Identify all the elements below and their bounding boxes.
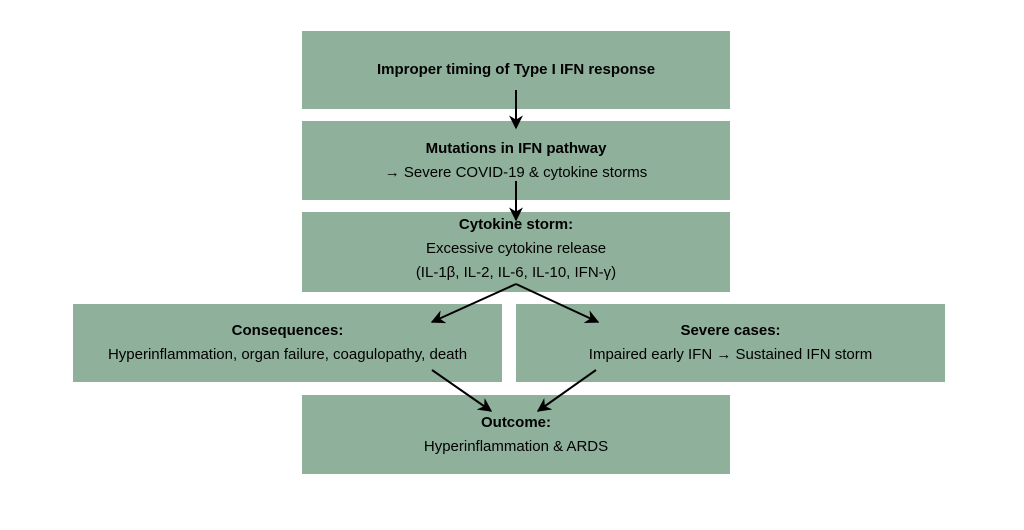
node-improper-timing: Improper timing of Type I IFN response xyxy=(302,31,730,109)
node-mutations-text: → Severe COVID-19 & cytokine storms xyxy=(384,163,648,181)
node-outcome-title: Outcome: xyxy=(480,414,551,431)
node-cytokine-storm-list: (IL-1β, IL-2, IL-6, IL-10, IFN-γ) xyxy=(415,264,617,281)
node-cytokine-storm-text: Excessive cytokine release xyxy=(425,240,607,257)
node-consequences: Consequences: Hyperinflammation, organ f… xyxy=(73,304,502,382)
node-cytokine-storm: Cytokine storm: Excessive cytokine relea… xyxy=(302,212,730,292)
node-mutations-title: Mutations in IFN pathway xyxy=(425,139,607,157)
node-severe-cases-text: Impaired early IFN → Sustained IFN storm xyxy=(588,346,873,363)
node-severe-cases-title: Severe cases: xyxy=(680,322,781,339)
node-consequences-title: Consequences: xyxy=(231,322,344,339)
node-cytokine-storm-title: Cytokine storm: xyxy=(458,216,574,233)
node-consequences-text: Hyperinflammation, organ failure, coagul… xyxy=(107,346,468,363)
node-outcome-text: Hyperinflammation & ARDS xyxy=(423,438,609,455)
node-mutations: Mutations in IFN pathway → Severe COVID-… xyxy=(302,121,730,200)
node-improper-timing-title: Improper timing of Type I IFN response xyxy=(376,61,656,78)
node-outcome: Outcome: Hyperinflammation & ARDS xyxy=(302,395,730,474)
node-severe-cases: Severe cases: Impaired early IFN → Susta… xyxy=(516,304,945,382)
